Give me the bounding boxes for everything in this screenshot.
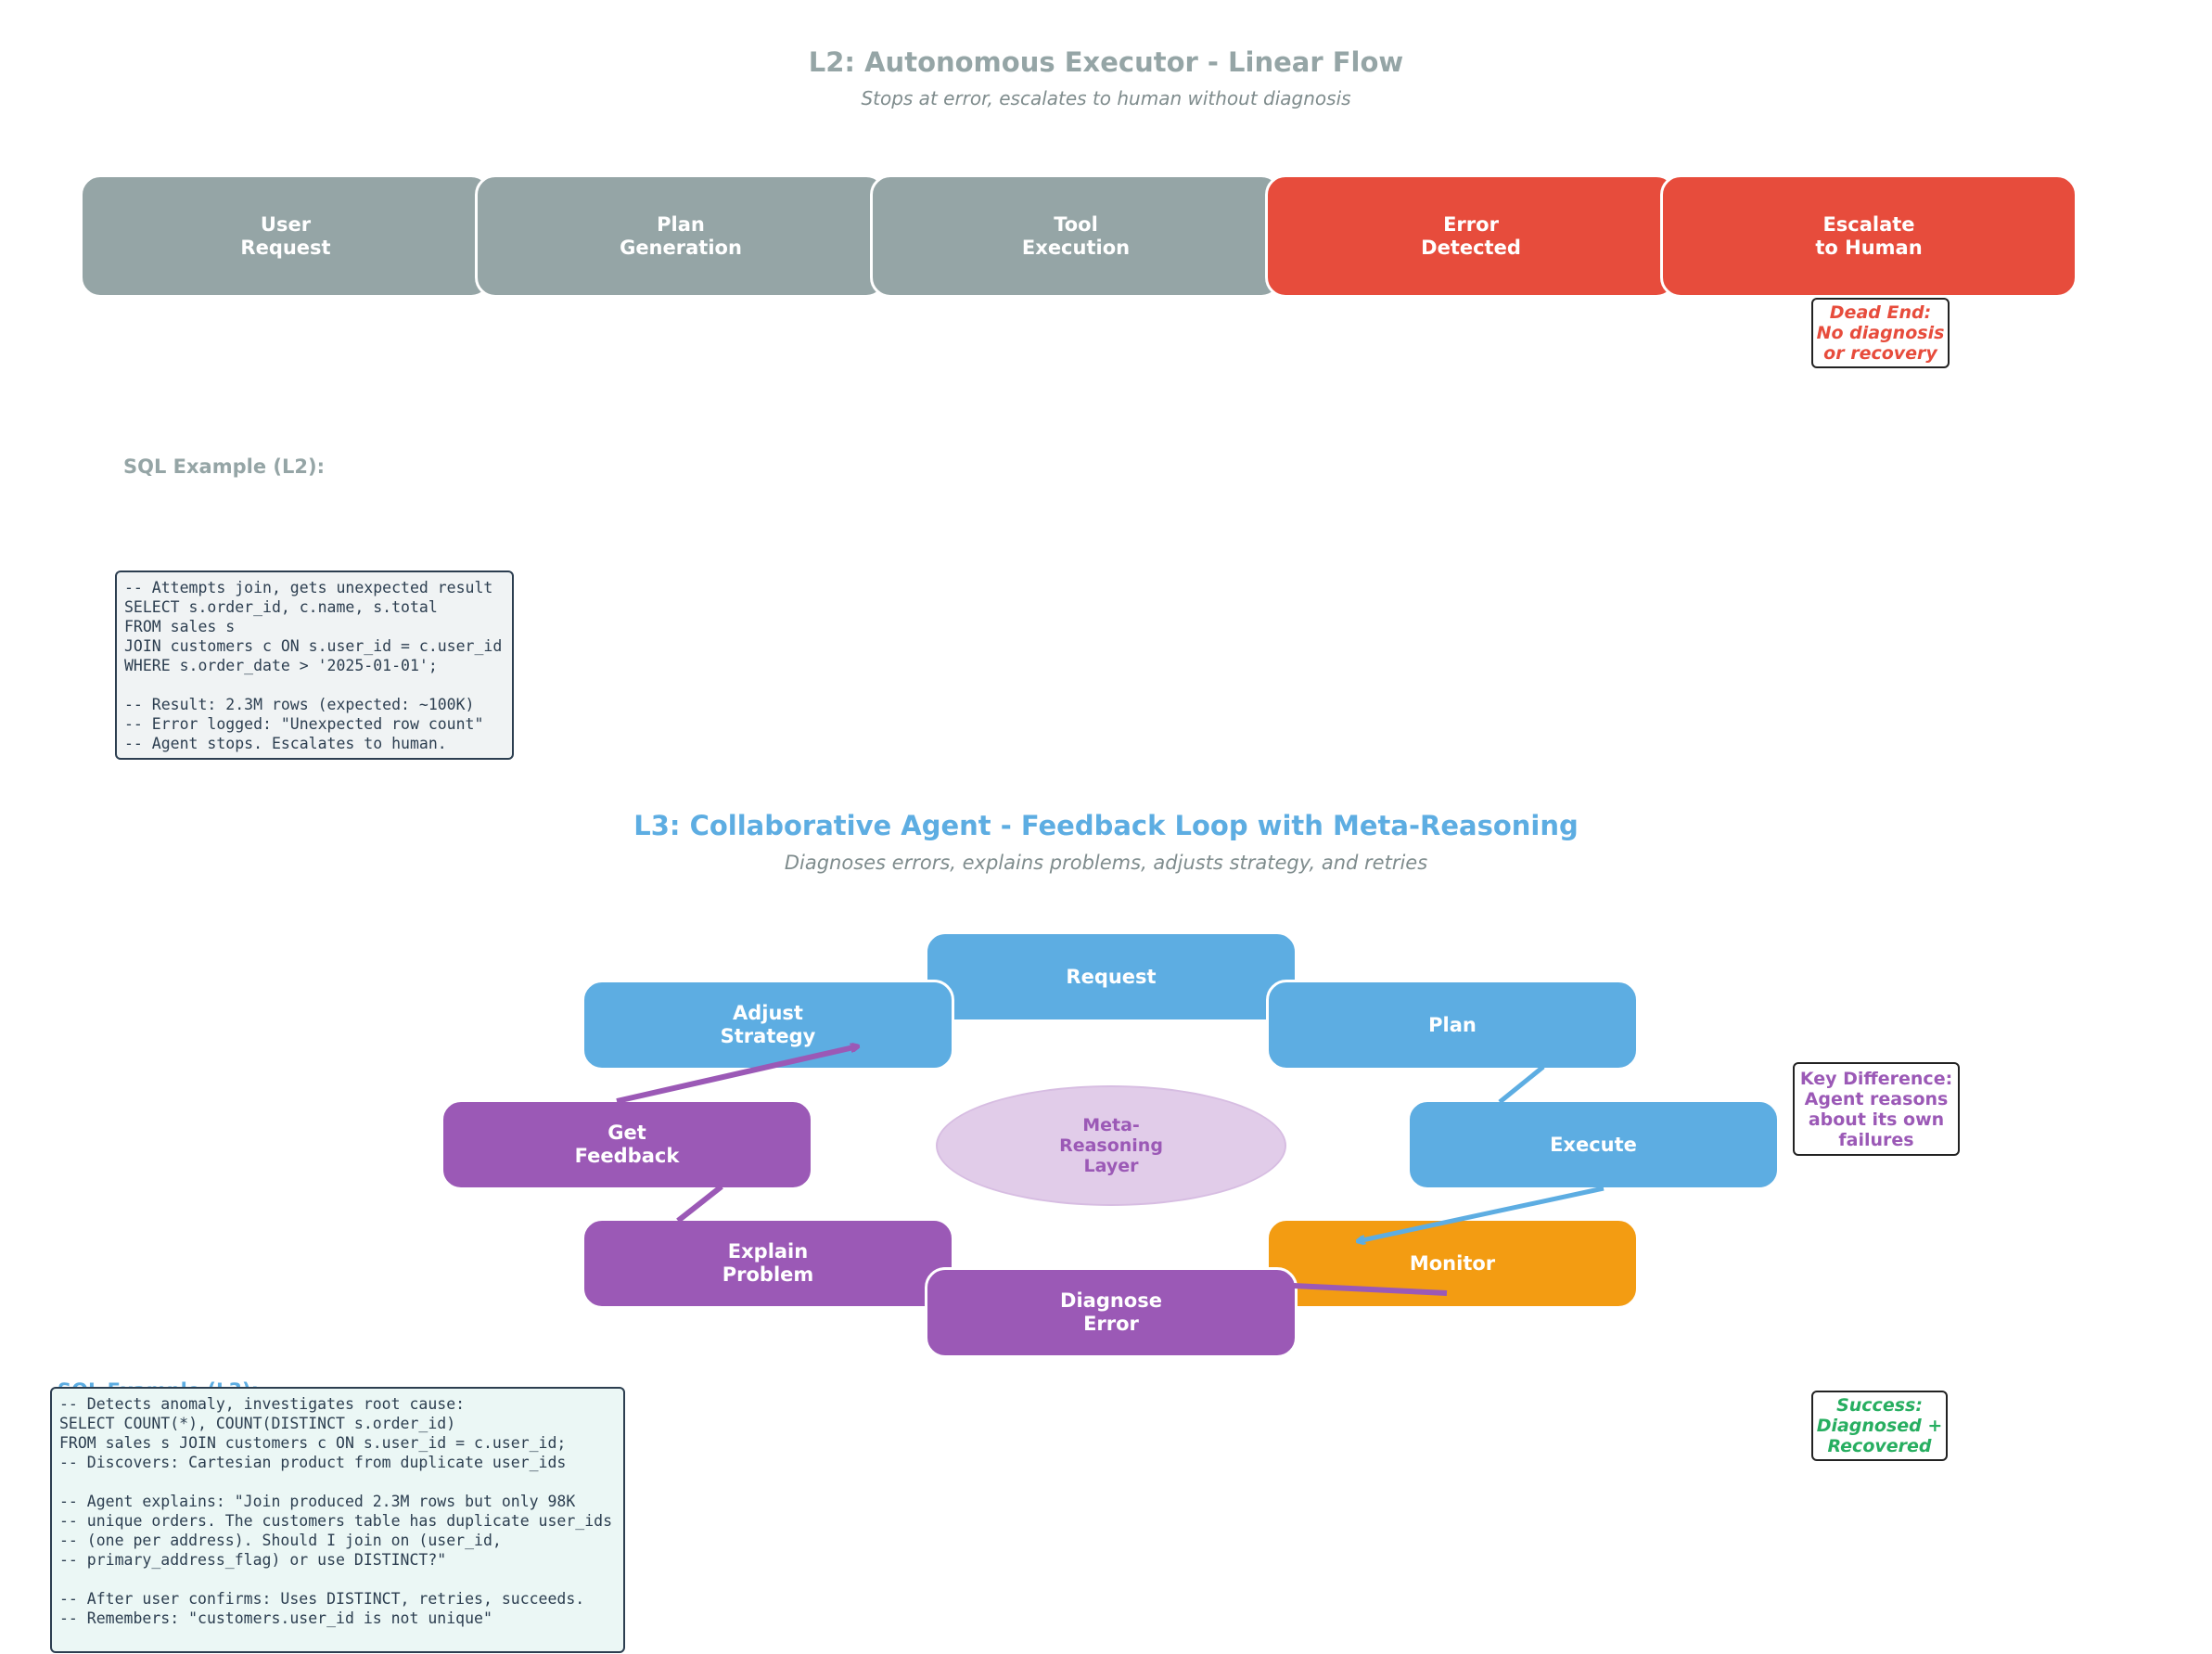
l3-node-plan: Plan [1266, 980, 1639, 1071]
arrow-plan-to-execute [1498, 1065, 1545, 1104]
l2-subtitle: Stops at error, escalates to human witho… [861, 87, 1351, 109]
arrow-explain-to-feedback [676, 1184, 723, 1224]
meta-reasoning-label: Meta- Reasoning Layer [1059, 1115, 1163, 1176]
l2-sql-code: -- Attempts join, gets unexpected result… [115, 571, 514, 760]
l2-box-plan-generation: Plan Generation [475, 174, 887, 298]
l3-key-difference-note: Key Difference: Agent reasons about its … [1793, 1062, 1960, 1156]
arrow-feedback-to-adjust [616, 1046, 858, 1104]
l3-node-diagnose-error: Diagnose Error [925, 1267, 1298, 1358]
l3-node-monitor: Monitor [1266, 1218, 1639, 1309]
l3-node-request: Request [925, 931, 1298, 1022]
l3-node-execute: Execute [1407, 1099, 1780, 1190]
l2-sql-heading: SQL Example (L2): [123, 455, 325, 478]
arrow-execute-to-monitor [1358, 1186, 1605, 1241]
l3-sql-code: -- Detects anomaly, investigates root ca… [50, 1387, 625, 1653]
l2-dead-end-note: Dead End: No diagnosis or recovery [1811, 298, 1950, 368]
meta-reasoning-ellipse [936, 1085, 1286, 1206]
l3-title: L3: Collaborative Agent - Feedback Loop … [633, 810, 1579, 841]
l2-box-escalate-to-human: Escalate to Human [1660, 174, 2078, 298]
l3-node-adjust-strategy: Adjust Strategy [582, 980, 954, 1071]
l3-node-explain-problem: Explain Problem [582, 1218, 954, 1309]
arrow-monitor-to-diagnose [1293, 1283, 1448, 1296]
l3-success-note: Success: Diagnosed + Recovered [1811, 1391, 1948, 1461]
l2-box-error-detected: Error Detected [1265, 174, 1677, 298]
l2-box-tool-execution: Tool Execution [870, 174, 1282, 298]
l3-subtitle: Diagnoses errors, explains problems, adj… [784, 852, 1428, 874]
l2-box-user-request: User Request [80, 174, 492, 298]
l2-title: L2: Autonomous Executor - Linear Flow [808, 46, 1404, 78]
